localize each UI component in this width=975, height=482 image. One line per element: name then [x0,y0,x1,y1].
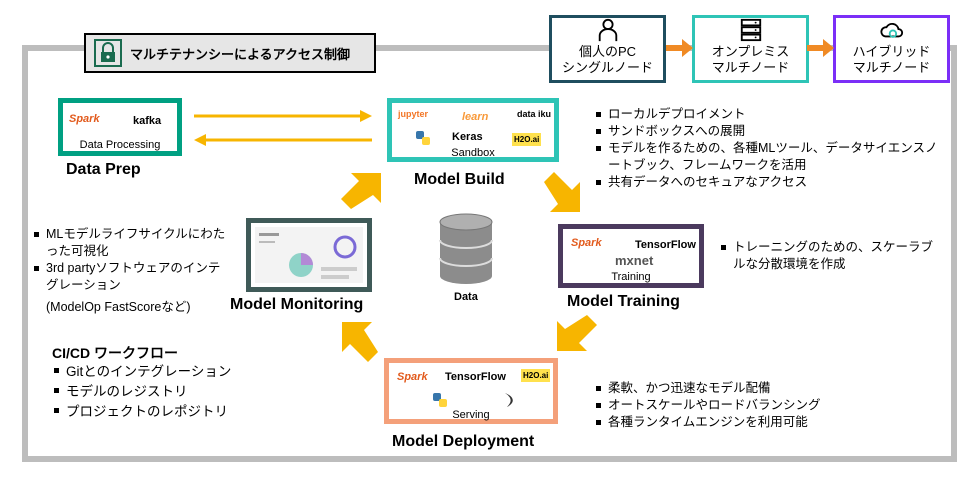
arrow-training-to-deployment [557,315,597,351]
deployment-bullets: 柔軟、かつ迅速なモデル配備 オートスケールやロードバランシング 各種ランタイムエ… [594,380,924,431]
list-item: MLモデルライフサイクルにわたった可視化 [32,226,228,260]
lock-icon [94,39,122,67]
env-arrow-1 [666,39,693,57]
cicd-title: CI/CD ワークフロー [52,345,178,361]
list-item: 3rd partyソフトウェアのインテグレーション [32,260,228,294]
data-prep-sub: Data Processing [79,139,161,151]
kafka-logo: kafka [133,115,162,127]
env-line1: オンプレミス [711,44,790,59]
list-item: モデルのレジストリ [52,382,272,402]
list-item: モデルを作るための、各種MLツール、データサイエンスノートブック、フレームワーク… [594,140,944,174]
env-line1: 個人のPC [578,44,637,59]
cicd-list: Gitとのインテグレーション モデルのレジストリ プロジェクトのレポジトリ [52,362,272,422]
env-line2: シングルノード [561,60,653,75]
jupyter-logo: jupyter [398,109,429,119]
h2o-logo: H2O.ai [521,369,551,382]
model-deployment-label: Model Deployment [392,433,535,450]
keras-logo: Keras [452,131,483,143]
list-item: ローカルデプロイメント [594,106,944,123]
env-hybrid: ハイブリッド マルチノード [833,15,950,83]
list-item: サンドボックスへの展開 [594,123,944,140]
model-training-box: Spark TensorFlow mxnet Training [558,224,704,288]
env-onprem: オンプレミス マルチノード [692,15,809,83]
cloud-gear-icon [879,23,903,38]
model-monitoring-label: Model Monitoring [230,296,364,313]
title-text: マルチテナンシーによるアクセス制御 [130,46,350,62]
env-line2: マルチノード [852,60,931,75]
python-icon [433,393,447,407]
training-bullets: トレーニングのための、スケーラブルな分散環境を作成 [719,239,939,273]
monitoring-bullets: MLモデルライフサイクルにわたった可視化 3rd partyソフトウェアのインテ… [32,226,228,294]
model-deployment-sub: Serving [452,409,490,421]
database-icon [439,213,493,284]
data-label: Data [454,291,478,303]
list-item: オートスケールやロードバランシング [594,397,924,414]
model-build-sub: Sandbox [451,147,495,159]
multitenancy-title: マルチテナンシーによるアクセス制御 [84,33,376,73]
prep-build-arrows [194,110,372,146]
monitoring-note: (ModelOp FastScoreなど) [46,300,191,314]
arrow-monitoring-to-build [341,173,381,209]
list-item: Gitとのインテグレーション [52,362,272,382]
spark-logo: Spark [397,371,428,383]
arrow-build-to-training [544,172,580,212]
model-build-label: Model Build [414,171,505,188]
list-item: 柔軟、かつ迅速なモデル配備 [594,380,924,397]
tensorflow-logo: TensorFlow [635,239,696,251]
model-deployment-box: Spark TensorFlow H2O.ai Serving [384,358,558,424]
list-item: プロジェクトのレポジトリ [52,402,272,422]
model-build-box: jupyter learn data iku Keras H2O.ai Sand… [387,98,559,162]
python-icon [416,131,430,145]
flask-icon [505,393,513,407]
h2o-logo: H2O.ai [512,133,542,146]
mxnet-logo: mxnet [615,253,654,268]
sklearn-logo: learn [462,111,489,123]
server-icon [740,18,761,42]
person-icon [598,18,617,42]
data-prep-label: Data Prep [66,161,141,178]
data-prep-box: Spark kafka Data Processing [58,98,182,156]
model-training-sub: Training [611,271,651,283]
dashboard-icon [255,227,363,283]
list-item: 各種ランタイムエンジンを利用可能 [594,414,924,431]
list-item: トレーニングのための、スケーラブルな分散環境を作成 [719,239,939,273]
spark-logo: Spark [571,237,602,249]
dataiku-logo: data iku [517,109,552,119]
spark-logo: Spark [69,113,100,125]
env-line1: ハイブリッド [852,44,931,59]
model-training-label: Model Training [567,293,680,310]
env-line2: マルチノード [711,60,790,75]
outer-frame [22,45,957,462]
build-bullets: ローカルデプロイメント サンドボックスへの展開 モデルを作るための、各種MLツー… [594,106,944,191]
list-item: 共有データへのセキュアなアクセス [594,174,944,191]
arrow-deployment-to-monitoring [342,322,378,362]
env-personal-pc: 個人のPC シングルノード [549,15,666,83]
model-monitoring-box [246,218,372,292]
env-arrow-2 [807,39,834,57]
tensorflow-logo: TensorFlow [445,371,506,383]
